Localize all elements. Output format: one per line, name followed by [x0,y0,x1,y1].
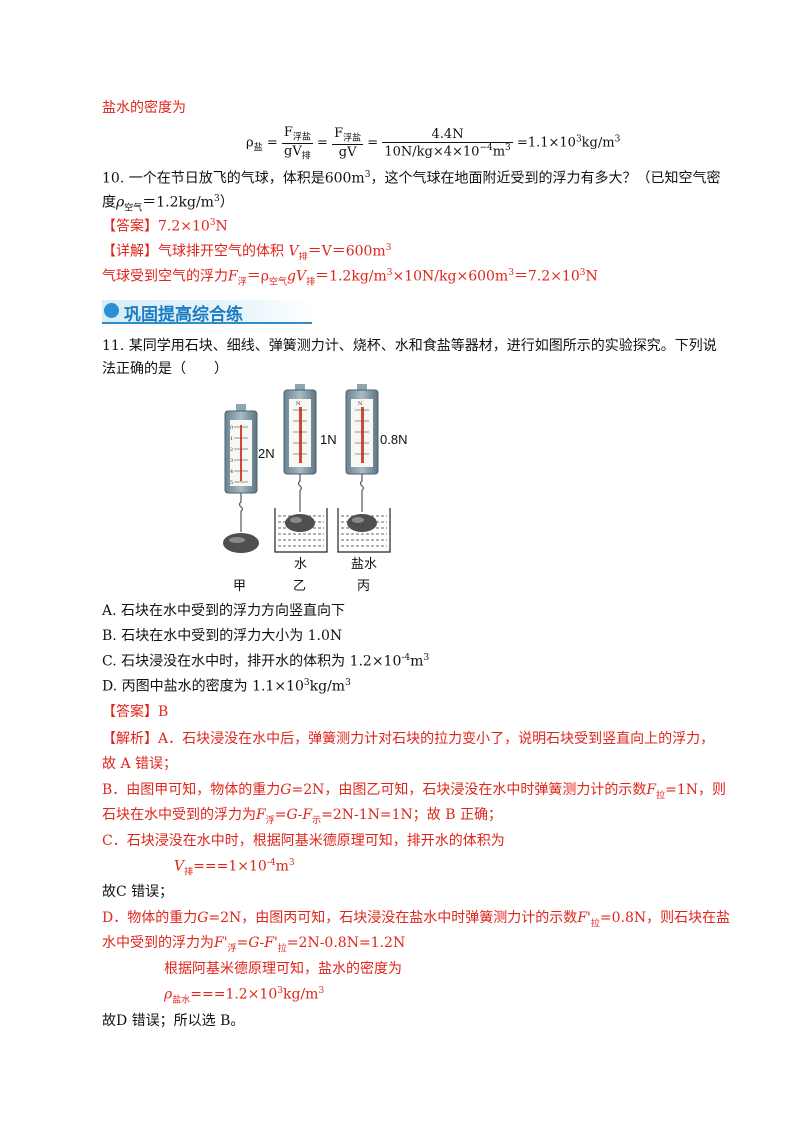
q10-stem-line2: 度ρ空气＝1.2kg/m3） [102,194,234,214]
liquid-label-water: 水 [294,557,307,572]
reading-jia: 2N [258,446,275,461]
section-bullet-icon [104,303,119,318]
scale-unit-yi: N [296,401,301,407]
option-d: D. 丙图中盐水的密度为 1.1×103kg/m3 [102,678,351,695]
stone-icon [347,514,377,532]
analysis-b-line1: B．由图甲可知，物体的重力G=2N，由图乙可知，石块浸没在水中时弹簧测力计的示数… [102,782,726,801]
scale-tick-0: 0 [230,425,233,431]
beaker-salt-water [337,508,391,553]
scale-tick-3: 3 [230,458,233,464]
analysis-d-line1: D．物体的重力G=2N，由图丙可知，石块浸没在盐水中时弹簧测力计的示数F'拉=0… [102,910,731,929]
q10-stem-line1: 10. 一个在节日放飞的气球，体积是600m3，这个气球在地面附近受到的浮力有多… [102,170,721,187]
section-header-bar [102,300,312,324]
stone-icon [223,533,259,553]
caption-bing: 丙 [357,579,370,594]
reading-yi: 1N [320,432,337,447]
hook-icon [359,474,365,491]
q10-calc: 气球受到空气的浮力F浮＝ρ空气gV排＝1.2kg/m3×10N/kg×600m3… [102,268,598,288]
spring-scale-jia: 0 1 2 3 4 5 2N [223,404,275,553]
hook-icon [238,493,244,512]
analysis-conclusion: 故D 错误；所以选 B。 [102,1013,245,1029]
option-b: B. 石块在水中受到的浮力大小为 1.0N [102,628,343,644]
q11-answer: 【答案】B [102,704,169,720]
option-a: A. 石块在水中受到的浮力方向竖直向下 [102,603,346,619]
density-label: 盐水的密度为 [102,100,186,116]
beaker-water [274,508,328,553]
analysis-b-line2: 石块在水中受到的浮力为F浮=G-F示=2N-1N=1N；故 B 正确； [102,807,502,826]
q10-detail: 【详解】气球排开空气的体积 V排＝V＝600m3 [102,243,392,263]
hook-icon [297,474,303,491]
analysis-a-line1: 【解析】A．石块浸没在水中后，弹簧测力计对石块的拉力变小了，说明石块受到竖直向上… [102,731,715,747]
scale-unit-bing: N [358,401,363,407]
scale-tick-1: 1 [230,436,233,442]
spring-scale-yi: N 1N 水 [274,384,337,572]
caption-yi: 乙 [293,579,306,594]
q10-answer: 【答案】7.2×103N [102,218,228,235]
option-c: C. 石块浸没在水中时，排开水的体积为 1.2×10-4m3 [102,653,430,670]
scale-tick-2: 2 [230,447,233,453]
analysis-d-line2: 水中受到的浮力为F'浮=G-F'拉=2N-0.8N=1.2N [102,935,406,954]
analysis-d-line4: ρ盐水===1.2×103kg/m3 [164,986,325,1006]
analysis-c-line3: 故C 错误； [102,884,174,900]
analysis-d-line3: 根据阿基米德原理可知，盐水的密度为 [164,961,402,977]
liquid-label-salt-water: 盐水 [351,557,377,572]
section-title: 巩固提高综合练 [124,305,243,325]
reading-bing: 0.8N [380,432,407,447]
scale-tick-5: 5 [230,480,233,486]
spring-scale-bing: N 0.8N 盐水 [337,384,407,572]
caption-jia: 甲 [233,579,246,594]
experiment-figure: 0 1 2 3 4 5 2N N 1N [223,384,407,594]
analysis-a-line2: 故 A 错误； [102,756,178,772]
analysis-c-line1: C．石块浸没在水中时，根据阿基米德原理可知，排开水的体积为 [102,833,505,849]
q11-stem-line2: 法正确的是（ ） [102,361,228,377]
stone-icon [285,514,315,532]
q11-stem-line1: 11. 某同学用石块、细线、弹簧测力计、烧杯、水和食盐等器材，进行如图所示的实验… [102,338,717,354]
analysis-c-line2: V排===1×10-4m3 [174,858,295,878]
scale-tick-4: 4 [230,469,233,475]
